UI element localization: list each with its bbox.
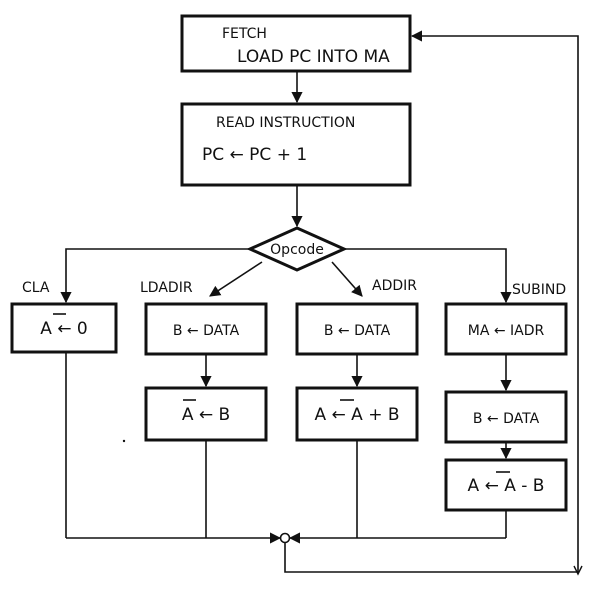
branch-label-subind: SUBIND [512,282,566,298]
fetch-title: FETCH [222,26,267,42]
ldadir-step1-text: B ← DATA [173,323,240,339]
branch-label-cla: CLA [22,280,50,296]
read-title: READ INSTRUCTION [216,115,355,131]
ldadir-step2-text: A ← B [182,405,230,425]
branch-line-addir [331,261,363,297]
loop-back-line [284,30,579,573]
stray-dot [122,439,126,443]
subind-step1-box: MA ← IADR [444,302,568,356]
branch-label-ldadir: LDADIR [140,280,193,296]
pc-increment: PC ← PC + 1 [202,145,307,165]
addir-step2-box: A ← A + B [295,386,419,442]
merge-junction [279,532,291,544]
addir-step1-text: B ← DATA [324,323,391,339]
subind-step3-text: A ← A - B [468,476,545,496]
branch-line-ldadir [209,261,263,297]
loop-arrowhead [573,565,583,576]
opcode-decision: Opcode [246,226,348,272]
subind-step1-text: MA ← IADR [468,323,545,339]
read-instruction-box: READ INSTRUCTION PC ← PC + 1 [180,102,412,187]
subind-step2-box: B ← DATA [444,390,568,444]
opcode-label: Opcode [270,242,324,258]
cla-step1-text: A ← 0 [40,319,88,339]
ldadir-step2-box: A ← B [144,386,268,442]
fetch-box: FETCH LOAD PC INTO MA [180,14,412,73]
subind-step2-text: B ← DATA [473,411,540,427]
cla-step1-box: A ← 0 [10,302,118,354]
fetch-action: LOAD PC INTO MA [237,47,390,67]
branch-label-addir: ADDIR [372,278,417,294]
addir-step1-box: B ← DATA [295,302,419,356]
branch-line-cla [60,248,250,304]
subind-step3-box: A ← A - B [444,458,568,512]
branch-line-subind [344,248,512,304]
addir-step2-text: A ← A + B [314,405,399,425]
ldadir-step1-box: B ← DATA [144,302,268,356]
